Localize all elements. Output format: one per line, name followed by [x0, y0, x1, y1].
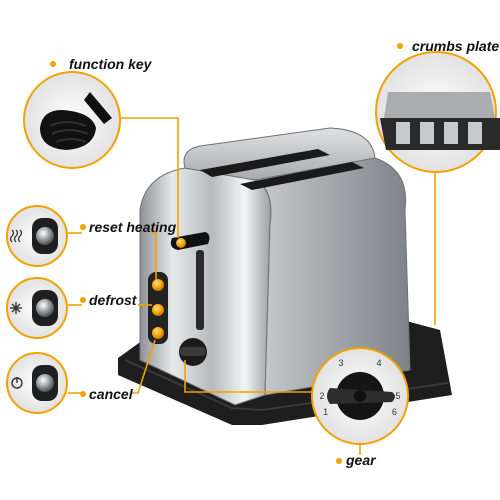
bread-slot-2 — [240, 162, 364, 190]
dial-number: 6 — [392, 407, 397, 417]
crumbs-plate-callout — [375, 51, 500, 173]
gear-label: gear — [346, 452, 376, 468]
toaster-cancel-button[interactable] — [152, 327, 164, 339]
toaster — [118, 127, 452, 425]
function-key-callout — [23, 71, 121, 169]
cancel-callout — [6, 352, 68, 414]
crumbs-plate-label: crumbs plate — [412, 38, 500, 54]
function-key-dot — [50, 61, 56, 67]
dial-number: 5 — [395, 391, 400, 401]
heat-waves-icon — [9, 229, 23, 243]
defrost-dot — [80, 297, 86, 303]
defrost-callout — [6, 277, 68, 339]
bread-slot-1 — [200, 149, 330, 177]
crumbs-tray-icon — [380, 92, 500, 150]
snowflake-icon — [10, 302, 22, 314]
reset-heating-label: reset heating — [89, 219, 177, 235]
gear-dial-icon — [327, 372, 395, 420]
function-key-label: function key — [69, 56, 152, 72]
power-icon — [11, 377, 23, 389]
dial-number: 4 — [376, 358, 381, 368]
reset-heating-callout — [6, 205, 68, 267]
dial-number: 3 — [338, 358, 343, 368]
leader-lines — [68, 117, 436, 455]
reset-heating-dot — [80, 224, 86, 230]
toaster-reset-button[interactable] — [152, 279, 164, 291]
crumbs-plate-dot — [397, 43, 403, 49]
lever-icon — [40, 92, 112, 150]
toaster-side — [253, 157, 411, 396]
dial-number: 2 — [319, 391, 324, 401]
gear-callout: 1 2 3 4 5 6 — [311, 347, 409, 445]
cancel-label: cancel — [89, 386, 133, 402]
defrost-label: defrost — [89, 292, 137, 308]
dial-number: 1 — [323, 407, 328, 417]
gear-dot — [336, 458, 342, 464]
cancel-dot — [80, 391, 86, 397]
toaster-defrost-button[interactable] — [152, 304, 164, 316]
